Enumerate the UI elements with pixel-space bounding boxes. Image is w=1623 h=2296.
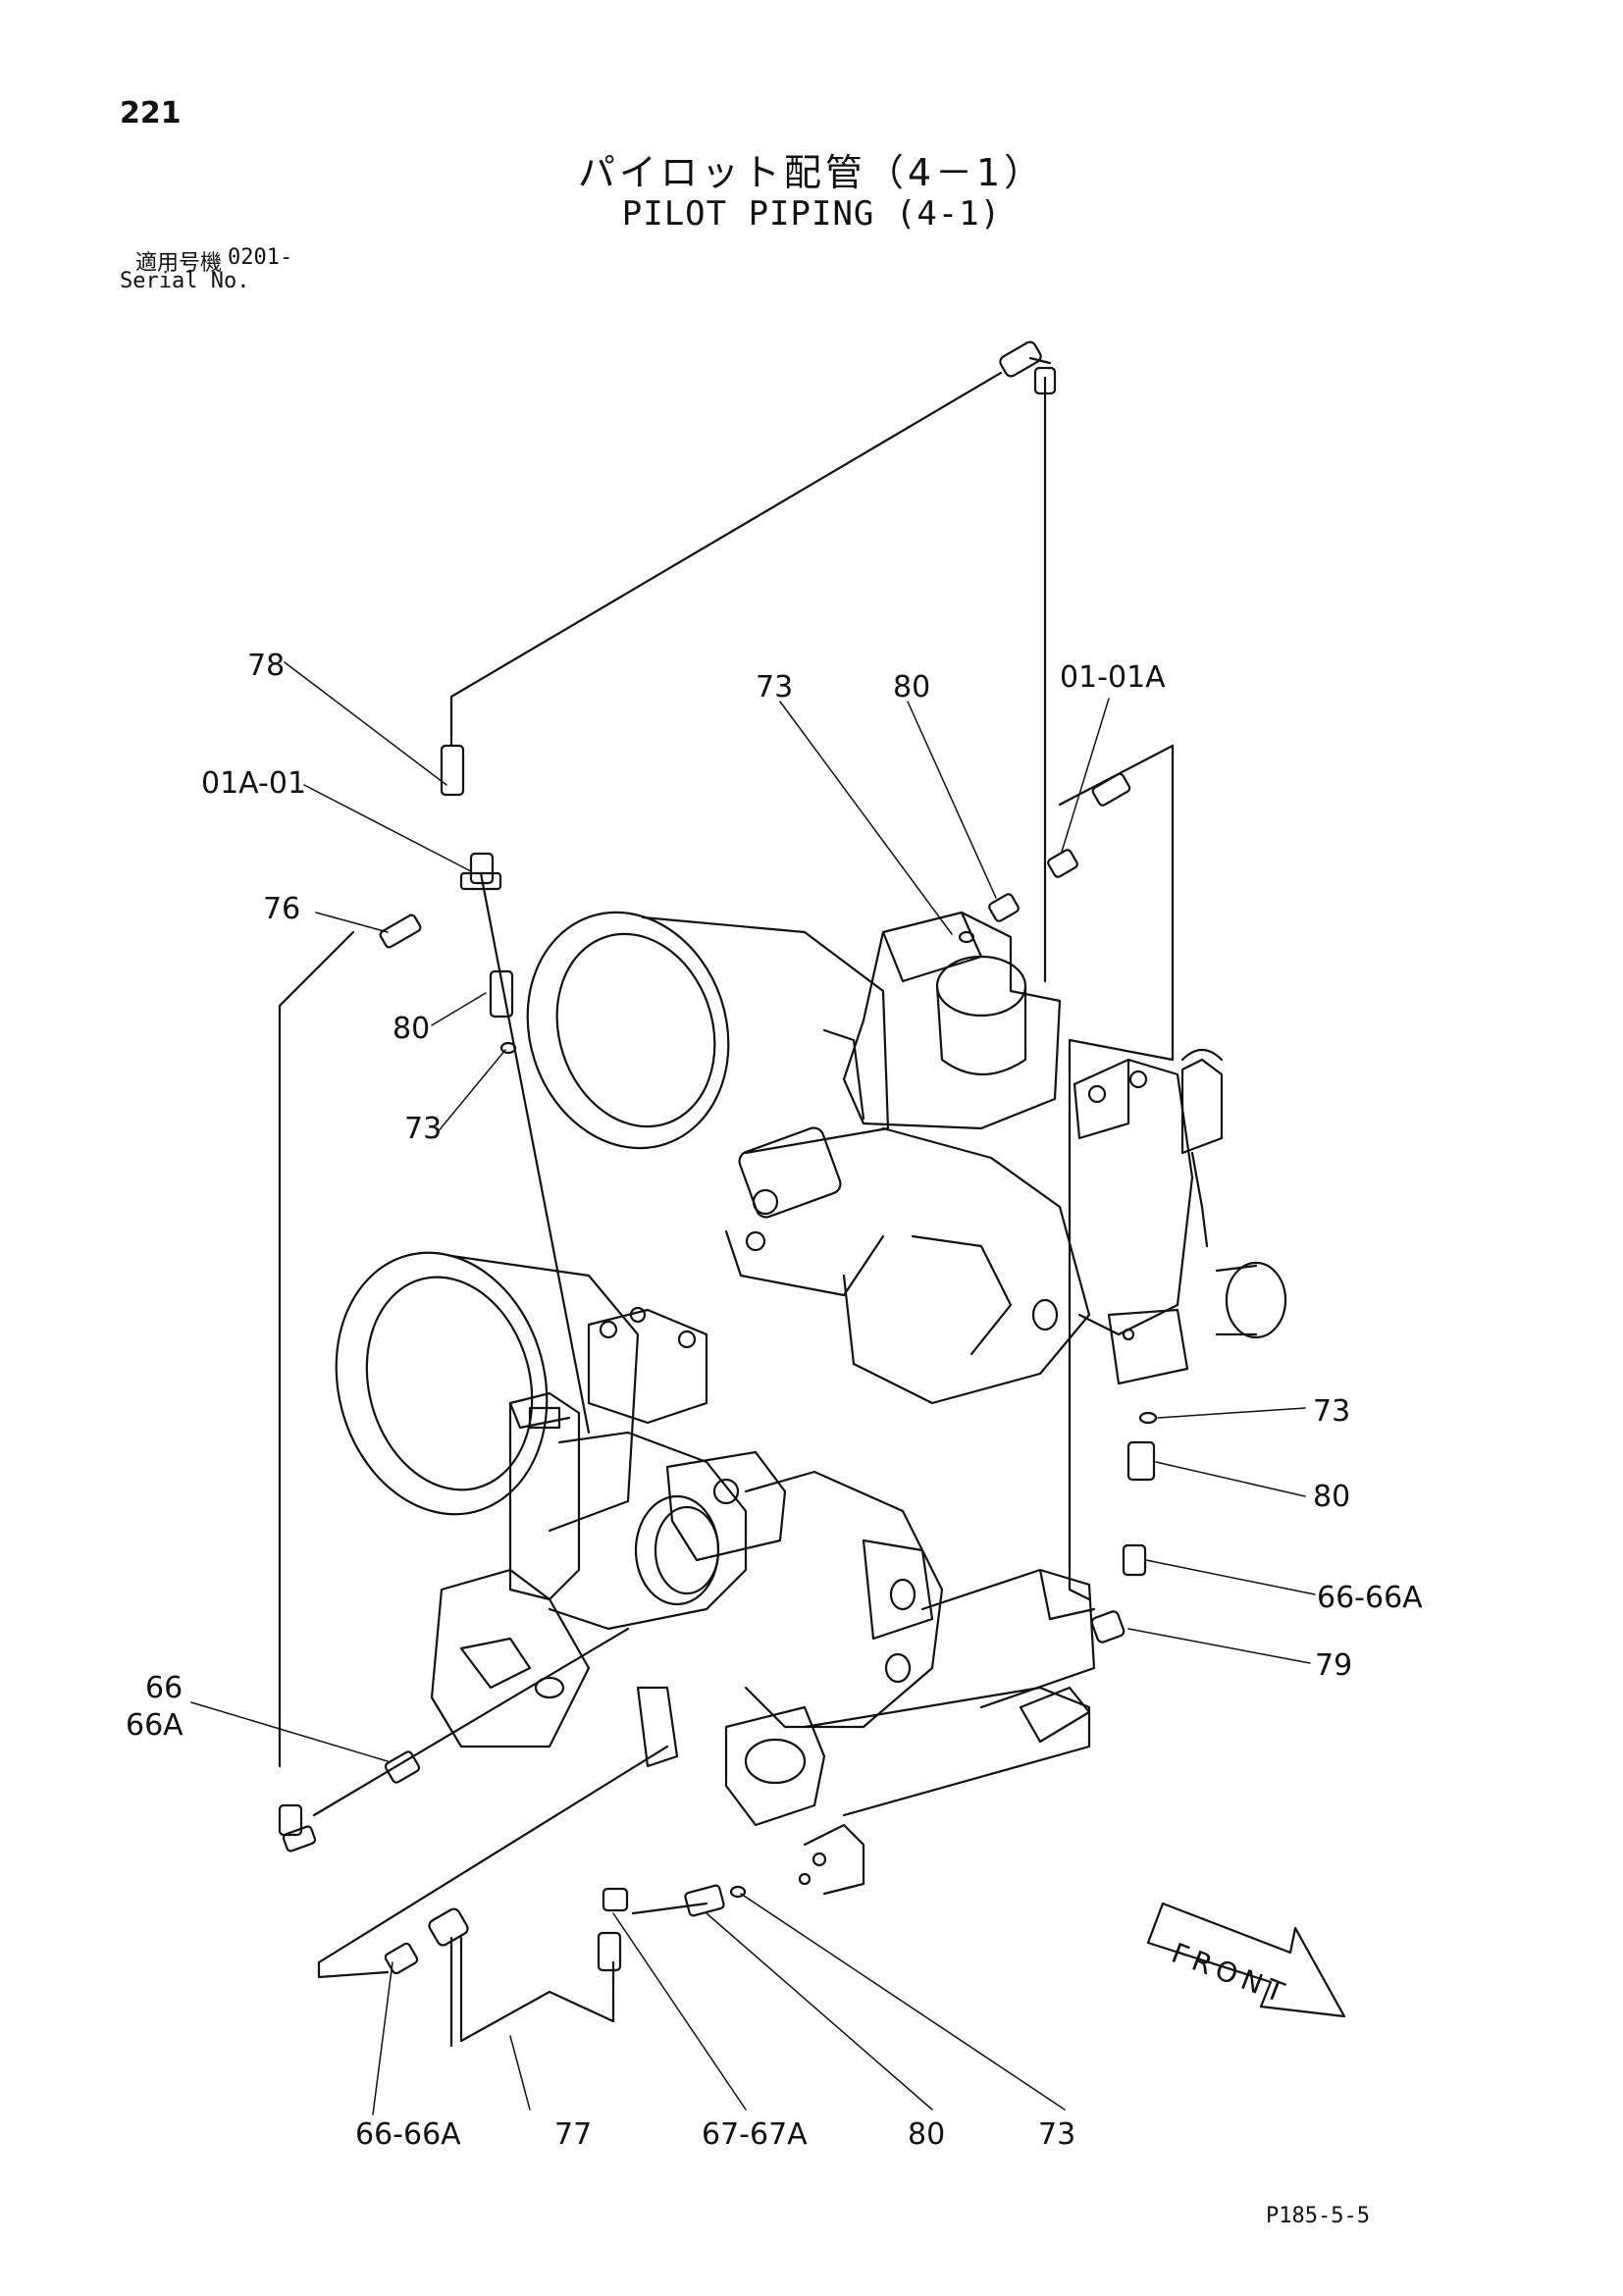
callout-label: 76: [263, 892, 300, 926]
callout-label: 73: [404, 1112, 442, 1146]
callout-label: 01A-01: [201, 766, 306, 801]
callout-label: 66A: [126, 1708, 183, 1743]
upper-pump-assembly: [526, 911, 1287, 1405]
callout-label: 80: [908, 2117, 945, 2152]
page-number: 221: [120, 96, 182, 130]
callout-label: 67-67A: [702, 2117, 808, 2152]
callout-label: 80: [893, 670, 930, 704]
callout-label: 73: [756, 670, 793, 704]
serial-number: 0201-: [228, 245, 293, 270]
front-arrow: [1146, 1902, 1346, 2018]
callout-label: 73: [1313, 1394, 1350, 1429]
callout-label: 77: [554, 2117, 592, 2152]
callout-label: 79: [1315, 1648, 1352, 1683]
callouts: 78 01A-01 76 80 73 73 80 01-01A 73 80 66…: [126, 649, 1423, 2152]
fittings: [278, 340, 1158, 1975]
callout-label: 66-66A: [1317, 1581, 1423, 1615]
drawing-code: P185-5-5: [1266, 2204, 1370, 2228]
callout-label: 66: [145, 1671, 183, 1705]
lower-pump-assembly: [335, 1251, 1096, 1896]
serial-label-japanese: 適用号機: [135, 251, 223, 276]
callout-label: 73: [1038, 2117, 1075, 2152]
callout-label: 66-66A: [355, 2117, 461, 2152]
page-title-english: PILOT PIPING (4-1): [621, 194, 1002, 234]
page-title-japanese: パイロット配管（4－1）: [577, 151, 1046, 194]
callout-label: 01-01A: [1060, 660, 1166, 695]
leader-lines: [190, 661, 1316, 2115]
callout-label: 80: [1313, 1480, 1350, 1514]
serial-label-english: Serial No.: [120, 269, 250, 293]
pilot-hoses: [278, 356, 1175, 2048]
callout-label: 78: [247, 649, 285, 683]
callout-label: 80: [393, 1012, 430, 1046]
